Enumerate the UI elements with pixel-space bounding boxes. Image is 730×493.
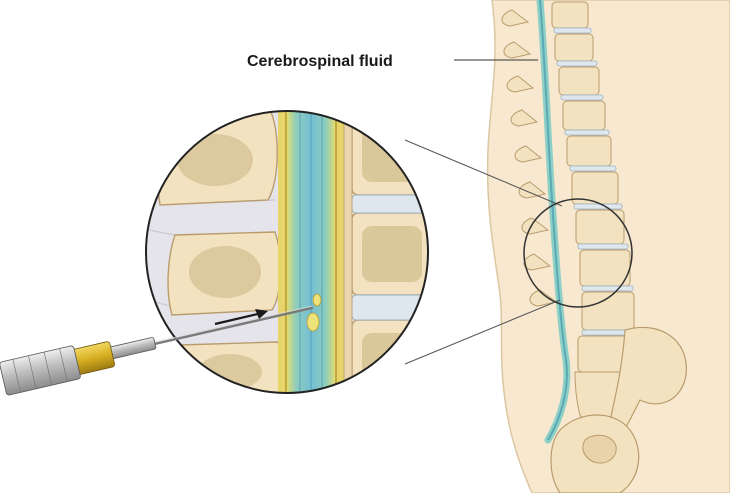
csf-label: Cerebrospinal fluid <box>247 53 393 70</box>
magnified-view <box>140 100 432 410</box>
